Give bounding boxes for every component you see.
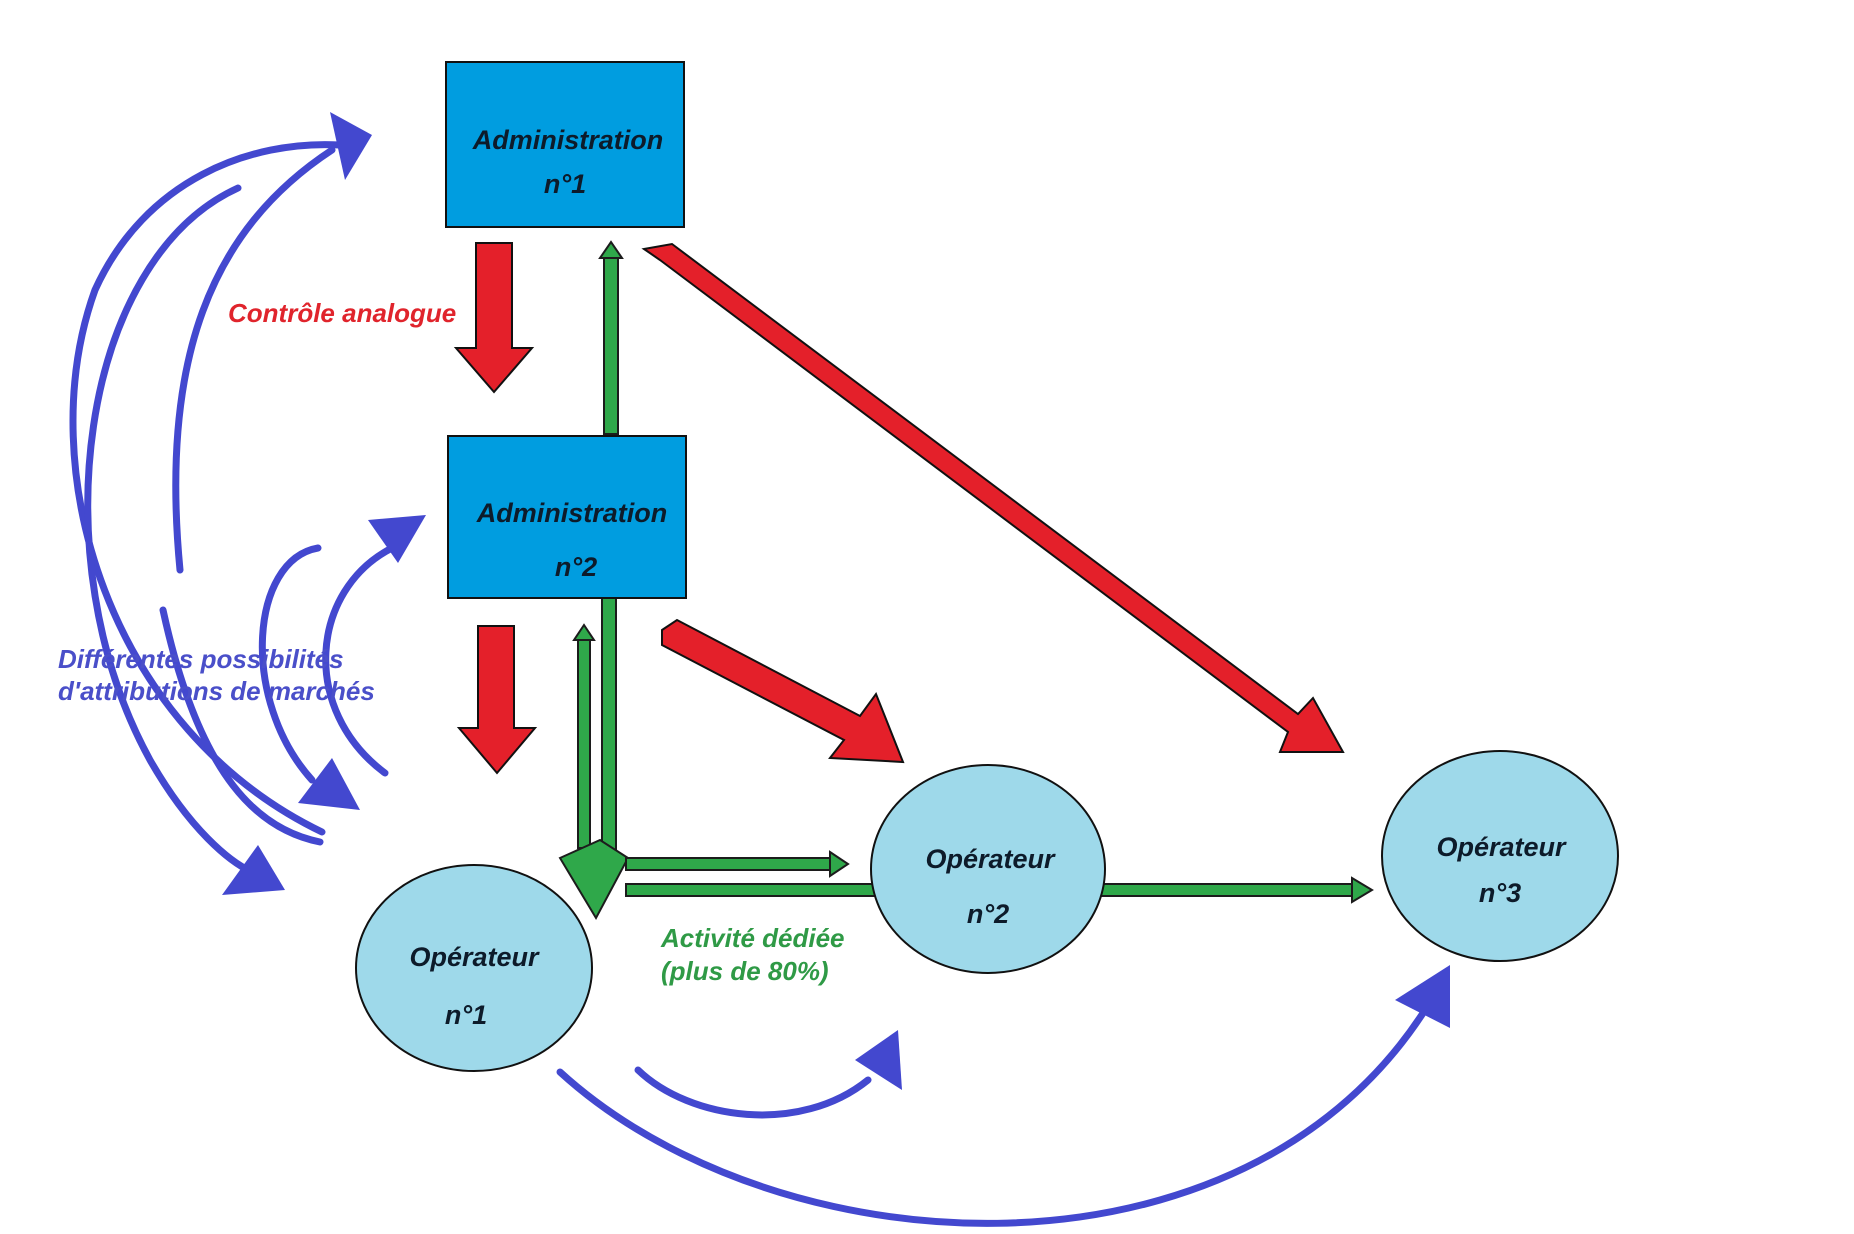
activity-head-up-admin2 xyxy=(572,623,596,641)
activity-head-op2 xyxy=(829,850,850,878)
attribution-curve-mid-b xyxy=(172,146,336,574)
admin-box-2-title: Administration xyxy=(476,498,668,528)
admin-box-1: Administration n°1 xyxy=(445,61,685,228)
attribution-curve-op1-op3 xyxy=(556,1006,1429,1227)
admin-box-2: Administration n°2 xyxy=(447,435,687,599)
admin-box-2-number: n°2 xyxy=(555,552,597,582)
operator-1-number: n°1 xyxy=(445,1000,487,1030)
attribution-curve-admin1-op1 xyxy=(84,184,256,876)
activity-bar-admin2-junction xyxy=(601,597,617,853)
control-arrow-admin2-op2 xyxy=(661,618,905,764)
attribution-head-admin2 xyxy=(368,515,426,563)
control-arrow-admin2-op1 xyxy=(456,625,538,775)
attribution-curve-op1-admin1 xyxy=(69,141,344,836)
operator-3-number: n°3 xyxy=(1479,878,1521,908)
operator-3-title: Opérateur xyxy=(1436,832,1567,862)
admin-box-1-number: n°1 xyxy=(544,169,586,199)
attribution-curve-op1-admin2 xyxy=(322,544,396,777)
attribution-head-op3 xyxy=(1395,965,1450,1028)
activity-head-admin1 xyxy=(598,240,624,259)
admin-box-1-title: Administration xyxy=(472,125,664,155)
label-activite-line2: (plus de 80%) xyxy=(661,956,829,986)
attribution-curve-op1-op2 xyxy=(634,1066,872,1119)
attribution-head-op1-outer xyxy=(222,845,285,895)
attribution-curve-mid-a xyxy=(159,606,324,846)
operator-2-title: Opérateur xyxy=(925,844,1056,874)
activity-head-op3 xyxy=(1351,876,1374,904)
operator-ellipse-3: Opérateur n°3 xyxy=(1381,750,1619,962)
attribution-head-op1-inner xyxy=(298,758,360,810)
operator-1-title: Opérateur xyxy=(409,942,540,972)
market-attribution-arrows xyxy=(69,112,1450,1227)
label-attributions-line2: d'attributions de marchés xyxy=(58,676,375,706)
attribution-curve-inner-down xyxy=(258,544,322,784)
control-arrow-admin1-admin2 xyxy=(453,242,535,394)
activity-junction xyxy=(558,838,630,921)
attribution-head-op2 xyxy=(855,1030,902,1090)
operator-ellipse-1: Opérateur n°1 xyxy=(355,864,593,1072)
label-controle-analogue: Contrôle analogue xyxy=(228,298,456,328)
label-activite-line1: Activité dédiée xyxy=(660,923,845,953)
operator-ellipse-2: Opérateur n°2 xyxy=(870,764,1106,974)
label-attributions-line1: Différentes possibilités xyxy=(58,644,344,674)
activity-bar-up-admin2 xyxy=(577,639,591,849)
attribution-head-admin1 xyxy=(330,112,372,180)
control-arrow-admin1-op3 xyxy=(641,242,1345,753)
activity-bar-admin2-admin1 xyxy=(603,257,619,435)
analog-control-arrows xyxy=(453,242,1345,775)
operator-2-number: n°2 xyxy=(967,899,1009,929)
activity-bar-junction-op2 xyxy=(625,857,832,871)
